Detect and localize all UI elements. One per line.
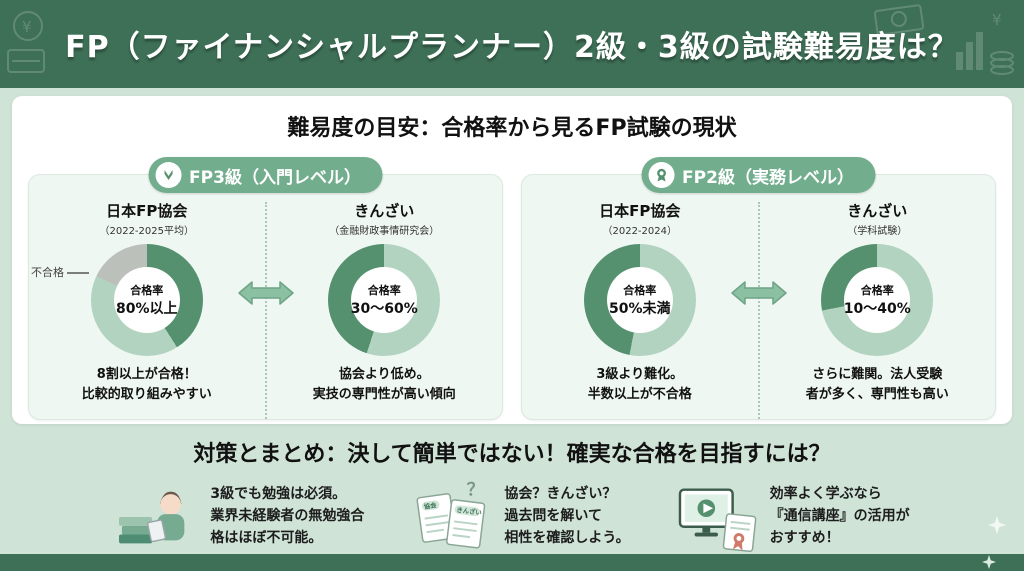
- sparkle-icon: [988, 516, 1006, 534]
- beginner-mark-icon: [155, 162, 182, 188]
- stat-column-fp2-kinzai: きんざい （学科試験） 合格率 10〜40% さらに難関。法人受験 者が多く、専…: [757, 202, 996, 419]
- org-name: きんざい: [847, 202, 908, 220]
- documents-illustration: 協会 きんざい ？: [416, 481, 486, 549]
- tip-text: 効率よく学ぶなら 『通信講座』の活用が おすすめ！: [769, 486, 910, 546]
- annotation-line: [67, 272, 89, 274]
- panel-fp3-title: FP3級（入門レベル）: [189, 167, 361, 188]
- org-name: きんざい: [354, 202, 415, 220]
- panel-fp3-body: 日本FP協会 （2022-2025平均） 合格率 80%以上 8割以上が合格！ …: [29, 175, 502, 419]
- donut-center-label: 合格率: [860, 284, 894, 297]
- main-card: 難易度の目安：合格率から見るFP試験の現状 FP3級（入門レベル）: [12, 96, 1012, 424]
- tip-text: 3級でも勉強は必須。 業界未経験者の無勉強合 格はほぼ不可能。: [210, 486, 365, 546]
- donut-chart-fp2-kinzai: 合格率 10〜40%: [821, 244, 934, 356]
- panel-fp2-title: FP2級（実務レベル）: [682, 167, 854, 188]
- donut-center-value: 50%未満: [608, 301, 671, 317]
- result-text: 8割以上が合格！ 比較的取り組みやすい: [81, 367, 212, 402]
- org-note: （金融財政事情研究会）: [329, 226, 440, 237]
- donut-center-label: 合格率: [130, 284, 164, 297]
- footer: [0, 554, 1024, 571]
- stat-column-fp2-kyokai: 日本FP協会 （2022-2024） 合格率 50%未満 3級より難化。 半数以…: [522, 202, 758, 419]
- tip-documents: 協会 きんざい ？ 協会？きんざい？ 過去問を解: [408, 478, 630, 556]
- compare-arrow-icon: [730, 281, 787, 305]
- tip-study: 3級でも勉強は必須。 業界未経験者の無勉強合 格はほぼ不可能。: [114, 478, 364, 556]
- panel-fp3: FP3級（入門レベル） 日本FP協会 （2022-2025平均） 合格率 80%…: [28, 157, 503, 420]
- medal-icon: [648, 162, 675, 188]
- org-name: 日本FP協会: [599, 202, 681, 220]
- result-text: 3級より難化。 半数以上が不合格: [587, 367, 692, 402]
- question-mark: ？: [467, 481, 485, 501]
- fail-annotation-label: 不合格: [31, 266, 64, 279]
- donut-chart-fp3-kyokai: 合格率 80%以上: [90, 244, 203, 356]
- org-note: （学科試験）: [847, 226, 908, 237]
- org-note: （2022-2025平均）: [99, 226, 194, 237]
- donut-center: 合格率 10〜40%: [843, 267, 911, 333]
- doc-label-kyokai: 協会: [424, 500, 438, 511]
- stat-column-fp3-kinzai: きんざい （金融財政事情研究会） 合格率 30〜60% 協会より低め。 実技の専…: [264, 202, 503, 419]
- result-text: さらに難関。法人受験 者が多く、専門性も高い: [805, 367, 949, 402]
- donut-chart-fp2-kyokai: 合格率 50%未満: [583, 244, 696, 356]
- header: ¥ ¥ FP（ファイナンシャルプランナー）2級・3級の試験難易度は？: [0, 0, 1024, 88]
- donut-center-label: 合格率: [367, 284, 401, 297]
- donut-center-label: 合格率: [623, 284, 657, 297]
- decor-money-right-icon: ¥: [873, 4, 1014, 75]
- tip-text: 協会？きんざい？ 過去問を解いて 相性を確認しよう。: [504, 486, 630, 546]
- compare-arrow-icon: [237, 281, 294, 305]
- tip-online-course: 効率よく学ぶなら 『通信講座』の活用が おすすめ！: [674, 478, 910, 556]
- study-person-illustration: [119, 491, 185, 544]
- donut-center-value: 80%以上: [115, 301, 178, 317]
- org-note: （2022-2024）: [602, 226, 677, 237]
- donut-center: 合格率 30〜60%: [350, 267, 418, 333]
- panel-fp3-header: FP3級（入門レベル）: [148, 157, 383, 193]
- sparkle-icon: [982, 555, 996, 569]
- yen-symbol: ¥: [22, 18, 32, 36]
- overview-title: 難易度の目安：合格率から見るFP試験の現状: [287, 116, 737, 141]
- summary-title: 対策とまとめ：決して簡単ではない！確実な合格を目指すには？: [193, 442, 831, 467]
- stat-column-fp3-kyokai: 日本FP協会 （2022-2025平均） 合格率 80%以上 8割以上が合格！ …: [29, 202, 265, 419]
- panel-fp2: FP2級（実務レベル） 日本FP協会 （2022-2024） 合格率 50%未満: [521, 157, 996, 420]
- summary-section: 対策とまとめ：決して簡単ではない！確実な合格を目指すには？ 3級でも勉強は必須。…: [0, 436, 1024, 556]
- org-name: 日本FP協会: [106, 202, 188, 220]
- page-title: FP（ファイナンシャルプランナー）2級・3級の試験難易度は？: [65, 30, 959, 65]
- donut-center-value: 10〜40%: [843, 301, 911, 317]
- donut-center: 合格率 50%未満: [606, 267, 673, 333]
- panels-row: FP3級（入門レベル） 日本FP協会 （2022-2025平均） 合格率 80%…: [12, 157, 1012, 420]
- donut-chart-fp3-kinzai: 合格率 30〜60%: [328, 244, 441, 356]
- donut-center-value: 30〜60%: [350, 301, 418, 317]
- panel-fp2-header: FP2級（実務レベル）: [641, 157, 876, 193]
- panel-fp2-body: 日本FP協会 （2022-2024） 合格率 50%未満 3級より難化。 半数以…: [522, 175, 995, 419]
- donut-center: 合格率 80%以上: [113, 267, 180, 333]
- yen-symbol: ¥: [992, 11, 1002, 29]
- tips-row: 3級でも勉強は必須。 業界未経験者の無勉強合 格はほぼ不可能。 協会: [0, 478, 1024, 556]
- online-course-illustration: [678, 488, 756, 553]
- result-text: 協会より低め。 実技の専門性が高い傾向: [312, 367, 456, 402]
- fail-annotation: 不合格: [31, 264, 89, 280]
- decor-money-left-icon: ¥: [7, 11, 45, 73]
